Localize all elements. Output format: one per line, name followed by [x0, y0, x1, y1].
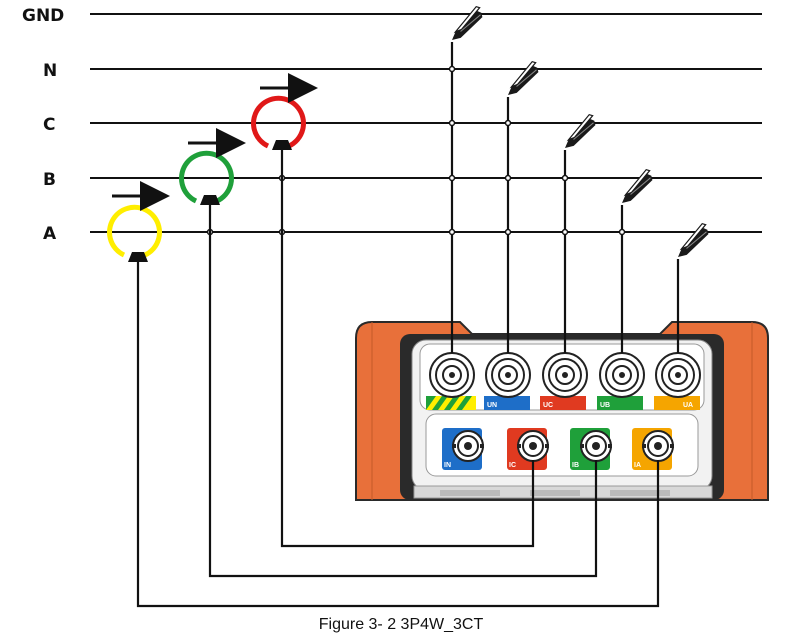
terminal-in[interactable]: [452, 430, 484, 462]
terminal-label-uc: UC: [543, 402, 553, 409]
bus-label-gnd: GND: [22, 6, 64, 26]
tag-un: [484, 396, 530, 410]
current-clamps: [107, 95, 306, 262]
tag-ub: [597, 396, 643, 410]
alligator-clips: [452, 5, 709, 257]
ct-leads: [136, 146, 660, 608]
voltage-tags: UN UC UB UA: [426, 396, 700, 410]
alligator-clip-n: [508, 60, 539, 95]
alligator-clip-c: [565, 113, 596, 148]
voltage-leads: [450, 42, 680, 353]
current-clamp-c: [251, 95, 306, 150]
current-clamp-a: [107, 204, 162, 262]
terminal-ib[interactable]: [580, 430, 612, 462]
meter-device: [355, 321, 769, 501]
terminal-label-ub: UB: [600, 402, 610, 409]
alligator-clip-b: [622, 168, 653, 203]
terminal-ic[interactable]: [517, 430, 549, 462]
terminal-ua[interactable]: [655, 352, 701, 398]
terminal-gnd[interactable]: [429, 352, 475, 398]
alligator-clip-a: [678, 222, 709, 257]
ct-lead-b: [208, 202, 598, 578]
wire-crossings: [206, 65, 626, 236]
terminal-ub[interactable]: [599, 352, 645, 398]
ct-lead-c: [280, 146, 535, 548]
ct-lead-a: [136, 258, 660, 608]
terminal-ia[interactable]: [642, 430, 674, 462]
terminal-label-un: UN: [487, 402, 497, 409]
bus-label-n: N: [43, 61, 57, 81]
terminal-label-ia: IA: [634, 462, 641, 469]
voltage-terminals: [429, 352, 701, 398]
bus-label-b: B: [43, 170, 56, 190]
bus-label-c: C: [43, 115, 55, 135]
bus-label-a: A: [43, 224, 57, 244]
direction-arrows: [112, 73, 318, 211]
terminal-label-ua: UA: [683, 402, 693, 409]
terminal-label-in: IN: [444, 462, 451, 469]
figure-caption: Figure 3- 2 3P4W_3CT: [318, 616, 484, 633]
alligator-clip-gnd: [452, 5, 483, 40]
tag-ua: [654, 396, 700, 410]
terminal-label-ib: IB: [572, 462, 579, 469]
terminal-uc[interactable]: [542, 352, 588, 398]
current-terminals: [452, 430, 674, 462]
terminal-un[interactable]: [485, 352, 531, 398]
tag-uc: [540, 396, 586, 410]
current-clamp-b: [179, 150, 234, 205]
terminal-label-ic: IC: [509, 462, 516, 469]
